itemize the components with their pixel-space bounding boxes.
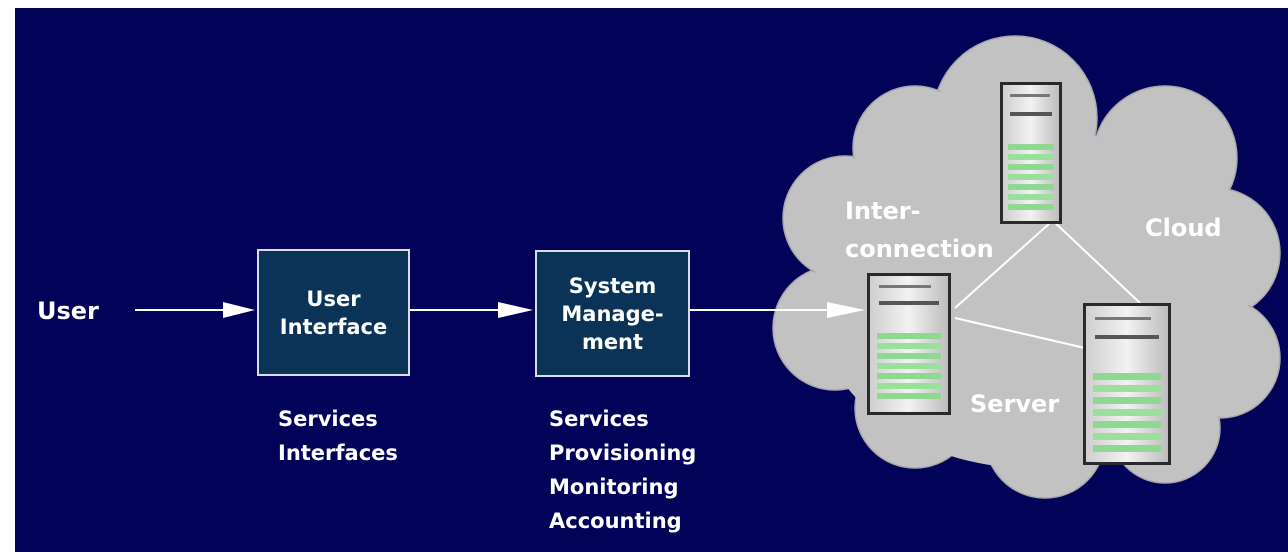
- feature-item: Monitoring: [549, 475, 679, 499]
- feature-item: Services: [278, 407, 378, 431]
- feature-item: Accounting: [549, 509, 682, 533]
- system-management-box: System Manage- ment: [535, 250, 690, 377]
- server-rack-icon: [1000, 82, 1062, 224]
- feature-item: Provisioning: [549, 441, 697, 465]
- user-label: User: [37, 297, 99, 325]
- user-interface-label: User Interface: [279, 286, 388, 339]
- interconnection-lines: [954, 217, 1141, 349]
- cloud-label: Cloud: [1145, 214, 1222, 242]
- connector-ui-to-sysmgmt: [410, 302, 533, 318]
- diagram-graphics: [135, 35, 1281, 499]
- user-interface-features: Services Interfaces: [278, 402, 398, 470]
- connector-sysmgmt-to-cloud: [690, 302, 865, 318]
- feature-item: Interfaces: [278, 441, 398, 465]
- server-label: Server: [970, 390, 1060, 418]
- feature-item: Services: [549, 407, 649, 431]
- interconnection-label: Inter- connection: [845, 197, 994, 263]
- diagram-canvas: User User Interface System Manage- ment …: [15, 8, 1288, 552]
- user-interface-box: User Interface: [257, 249, 410, 376]
- system-management-label: System Manage- ment: [561, 273, 664, 354]
- system-management-features: Services Provisioning Monitoring Account…: [549, 402, 696, 538]
- connector-user-to-ui: [135, 302, 255, 318]
- server-rack-icon: [867, 273, 951, 415]
- server-rack-icon: [1083, 303, 1171, 465]
